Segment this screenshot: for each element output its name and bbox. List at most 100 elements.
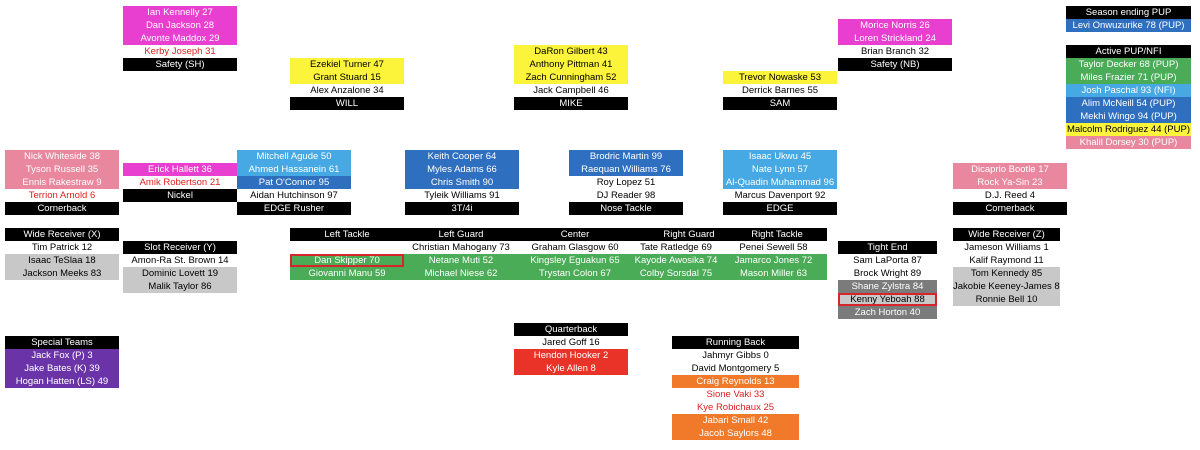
- depth-player: Jack Campbell 46: [514, 84, 628, 97]
- depth-player: Penei Sewell 58: [720, 241, 827, 254]
- depth-player: Jacob Saylors 48: [672, 427, 799, 440]
- left-tackle-group: Dan Skipper 70 Giovanni Manu 59: [290, 241, 404, 280]
- position-label: Cornerback: [953, 202, 1067, 215]
- season-pup-group: Season ending PUP Levi Onwuzurike 78 (PU…: [1066, 6, 1191, 32]
- position-label: Wide Receiver (X): [5, 228, 119, 241]
- position-label: Active PUP/NFI: [1066, 45, 1191, 58]
- wide-receiver-x-group: Wide Receiver (X) Tim Patrick 12 Isaac T…: [5, 228, 119, 280]
- depth-player: Jahmyr Gibbs 0: [672, 349, 799, 362]
- depth-player: Kerby Joseph 31: [123, 45, 237, 58]
- active-pup-group: Active PUP/NFI Taylor Decker 68 (PUP) Mi…: [1066, 45, 1191, 149]
- depth-player: Jared Goff 16: [514, 336, 628, 349]
- depth-player: Tom Kennedy 85: [953, 267, 1060, 280]
- position-label: Nickel: [123, 189, 237, 202]
- depth-player: Khalil Dorsey 30 (PUP): [1066, 136, 1191, 149]
- depth-player: Trystan Colon 67: [518, 267, 632, 280]
- position-label: WILL: [290, 97, 404, 110]
- depth-player: D.J. Reed 4: [953, 189, 1067, 202]
- depth-player: DaRon Gilbert 43: [514, 45, 628, 58]
- depth-player: Trevor Nowaske 53: [723, 71, 837, 84]
- slot-receiver-group: Slot Receiver (Y) Amon-Ra St. Brown 14 D…: [123, 241, 237, 293]
- right-tackle-label: Right Tackle: [751, 229, 803, 240]
- depth-player: Christian Mahogany 73: [404, 241, 518, 254]
- depth-player: Loren Strickland 24: [838, 32, 952, 45]
- safety-nb-group: Morice Norris 26 Loren Strickland 24 Bri…: [838, 19, 952, 71]
- position-label: 3T/4i: [405, 202, 519, 215]
- cornerback-right-group: Dicaprio Bootle 17 Rock Ya-Sin 23 D.J. R…: [953, 163, 1067, 215]
- depth-player: Miles Frazier 71 (PUP): [1066, 71, 1191, 84]
- depth-player: Zach Cunningham 52: [514, 71, 628, 84]
- depth-player: Dominic Lovett 19: [123, 267, 237, 280]
- depth-player: Mitchell Agude 50: [237, 150, 351, 163]
- position-label: Running Back: [672, 336, 799, 349]
- depth-player: Jameson Williams 1: [953, 241, 1060, 254]
- depth-player: Myles Adams 66: [405, 163, 519, 176]
- depth-player: Netane Muti 52: [404, 254, 518, 267]
- depth-player: Al-Quadin Muhammad 96: [723, 176, 837, 189]
- depth-player: Kayode Awosika 74: [632, 254, 720, 267]
- position-label: Season ending PUP: [1066, 6, 1191, 19]
- depth-player: Jabari Small 42: [672, 414, 799, 427]
- depth-player: Ahmed Hassanein 61: [237, 163, 351, 176]
- depth-player: Tyson Russell 35: [5, 163, 119, 176]
- depth-player: Rock Ya-Sin 23: [953, 176, 1067, 189]
- wide-receiver-z-group: Wide Receiver (Z) Jameson Williams 1 Kal…: [953, 228, 1060, 306]
- depth-player: Brock Wright 89: [838, 267, 937, 280]
- center-group: Graham Glasgow 60 Kingsley Eguakun 65 Tr…: [518, 241, 632, 280]
- tight-end-group: Tight End Sam LaPorta 87 Brock Wright 89…: [838, 241, 937, 319]
- nose-tackle-group: Brodric Martin 99 Raequan Williams 76 Ro…: [569, 150, 683, 215]
- depth-player: Amon-Ra St. Brown 14: [123, 254, 237, 267]
- depth-player: Alex Anzalone 34: [290, 84, 404, 97]
- left-guard-label: Left Guard: [438, 229, 484, 240]
- depth-player: Hogan Hatten (LS) 49: [5, 375, 119, 388]
- depth-player: Terrion Arnold 6: [5, 189, 119, 202]
- depth-player: Amik Robertson 21: [123, 176, 237, 189]
- position-label: SAM: [723, 97, 837, 110]
- depth-player: Jake Bates (K) 39: [5, 362, 119, 375]
- center-label: Center: [560, 229, 590, 240]
- position-label: MIKE: [514, 97, 628, 110]
- position-label: Special Teams: [5, 336, 119, 349]
- position-label: Safety (SH): [123, 58, 237, 71]
- depth-player: Sam LaPorta 87: [838, 254, 937, 267]
- depth-player: [290, 241, 404, 254]
- depth-player: Colby Sorsdal 75: [632, 267, 720, 280]
- depth-player: Alim McNeill 54 (PUP): [1066, 97, 1191, 110]
- position-label: Wide Receiver (Z): [953, 228, 1060, 241]
- depth-player: Mekhi Wingo 94 (PUP): [1066, 110, 1191, 123]
- edge-rusher-group: Mitchell Agude 50 Ahmed Hassanein 61 Pat…: [237, 150, 351, 215]
- depth-player: Josh Paschal 93 (NFI): [1066, 84, 1191, 97]
- depth-player: Dan Skipper 70: [290, 254, 404, 267]
- depth-player: Michael Niese 62: [404, 267, 518, 280]
- depth-player: Taylor Decker 68 (PUP): [1066, 58, 1191, 71]
- mike-group: DaRon Gilbert 43 Anthony Pittman 41 Zach…: [514, 45, 628, 110]
- depth-player: Keith Cooper 64: [405, 150, 519, 163]
- depth-player: Kenny Yeboah 88: [838, 293, 937, 306]
- depth-player: Nick Whiteside 38: [5, 150, 119, 163]
- will-group: Ezekiel Turner 47 Grant Stuard 15 Alex A…: [290, 58, 404, 110]
- three-technique-group: Keith Cooper 64 Myles Adams 66 Chris Smi…: [405, 150, 519, 215]
- quarterback-group: Quarterback Jared Goff 16 Hendon Hooker …: [514, 323, 628, 375]
- depth-player: Dicaprio Bootle 17: [953, 163, 1067, 176]
- depth-player: Brodric Martin 99: [569, 150, 683, 163]
- nickel-group: Erick Hallett 36 Amik Robertson 21 Nicke…: [123, 163, 237, 202]
- position-label: Tight End: [838, 241, 937, 254]
- depth-player: Zach Horton 40: [838, 306, 937, 319]
- left-tackle-label: Left Tackle: [324, 229, 370, 240]
- position-label: Cornerback: [5, 202, 119, 215]
- depth-player: Kingsley Eguakun 65: [518, 254, 632, 267]
- depth-player: Nate Lynn 57: [723, 163, 837, 176]
- depth-player: Levi Onwuzurike 78 (PUP): [1066, 19, 1191, 32]
- depth-player: David Montgomery 5: [672, 362, 799, 375]
- right-guard-label: Right Guard: [663, 229, 715, 240]
- depth-player: Avonte Maddox 29: [123, 32, 237, 45]
- position-label: Safety (NB): [838, 58, 952, 71]
- right-tackle-group: Penei Sewell 58 Jamarco Jones 72 Mason M…: [720, 241, 827, 280]
- depth-player: Chris Smith 90: [405, 176, 519, 189]
- offensive-line-header: [290, 228, 827, 241]
- depth-player: Isaac TeSlaa 18: [5, 254, 119, 267]
- depth-player: Sione Vaki 33: [672, 388, 799, 401]
- position-label: Quarterback: [514, 323, 628, 336]
- depth-player: Tate Ratledge 69: [632, 241, 720, 254]
- depth-player: Mason Miller 63: [720, 267, 827, 280]
